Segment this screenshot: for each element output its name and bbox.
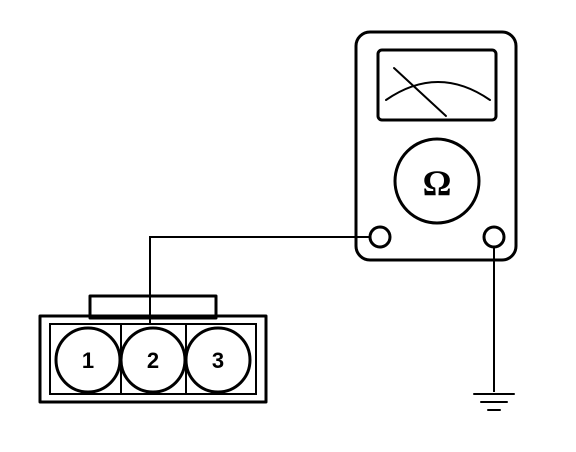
- needle-icon: [393, 67, 447, 117]
- probe-wire-positive: [149, 236, 370, 323]
- connector-pin-3: [184, 326, 252, 394]
- connector-face: [49, 323, 257, 395]
- meter-terminal-negative: [482, 225, 506, 249]
- meter-terminal-positive: [368, 225, 392, 249]
- meter-body: [354, 30, 518, 262]
- meter-dial: [393, 137, 481, 225]
- ohm-symbol: Ω: [423, 163, 452, 203]
- pin-label: 1: [82, 348, 94, 373]
- pin-label: 3: [212, 348, 224, 373]
- ohmmeter: Ω: [354, 30, 518, 262]
- connector: 1 2 3: [38, 294, 268, 404]
- ground-icon: [473, 393, 515, 411]
- meter-display: [376, 48, 498, 122]
- connector-housing: [38, 314, 268, 404]
- connector-lock-tab: [88, 294, 218, 320]
- meter-scale-arc: [385, 81, 491, 101]
- pin-label: 2: [147, 348, 159, 373]
